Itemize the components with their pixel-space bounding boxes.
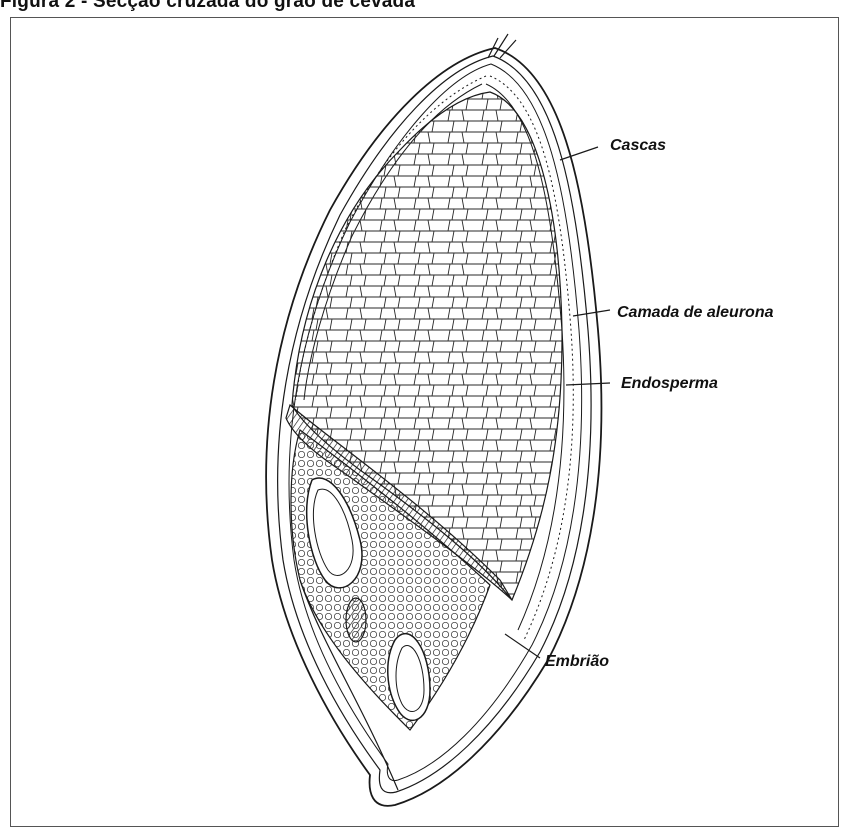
leader-cascas [560, 147, 598, 160]
label-endosperma: Endosperma [621, 375, 718, 392]
label-cascas: Cascas [610, 137, 666, 154]
leader-endosperma [566, 383, 610, 385]
leader-aleurona [573, 310, 610, 316]
leader-embriao [505, 634, 540, 658]
label-embriao: Embrião [545, 653, 609, 670]
label-camada-aleurona: Camada de aleurona [617, 304, 774, 321]
